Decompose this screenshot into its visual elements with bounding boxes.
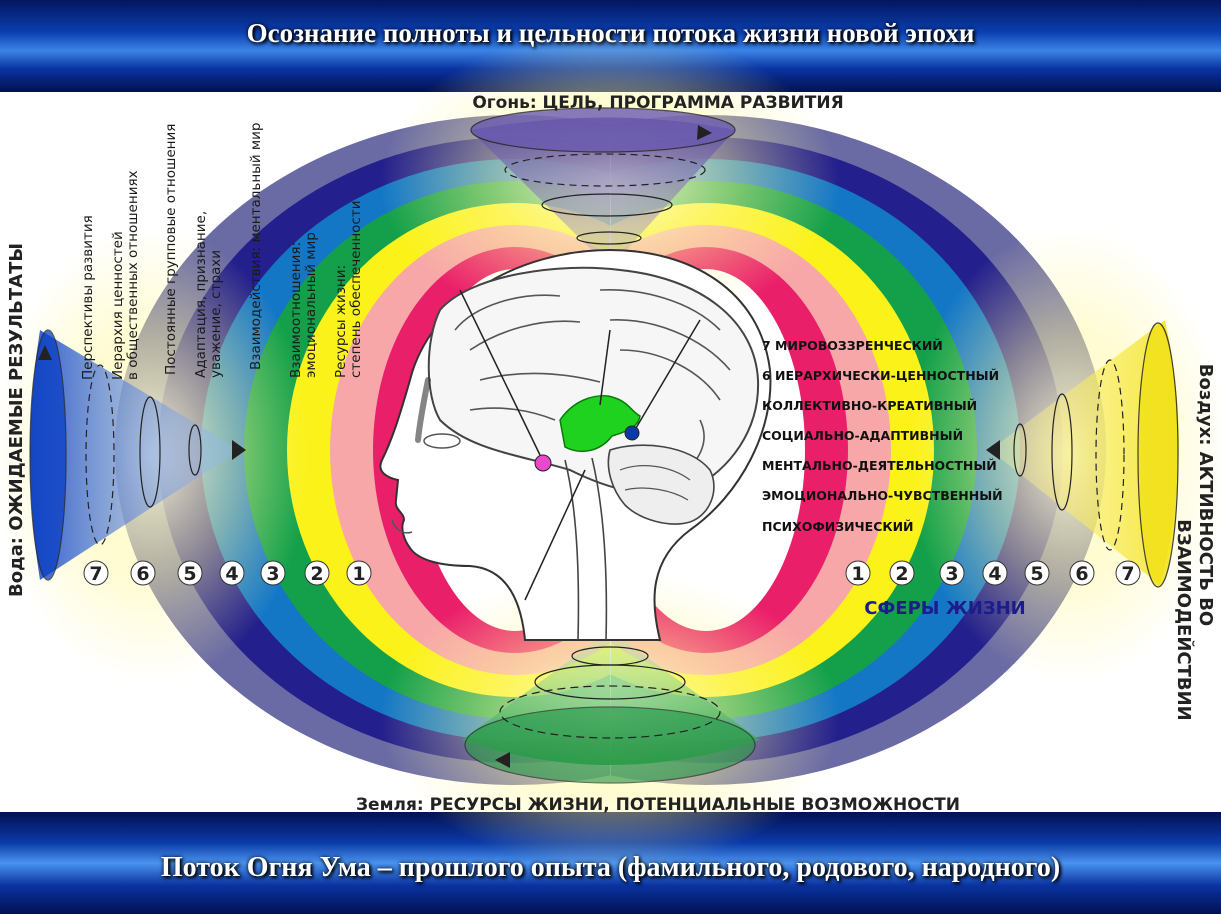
earth-label: Земля: РЕСУРСЫ ЖИЗНИ, ПОТЕНЦИАЛЬНЫЕ ВОЗМ…	[356, 795, 960, 815]
left-sphere-number-7: 7	[83, 560, 109, 586]
svg-text:уважение, страхи: уважение, страхи	[208, 250, 224, 378]
svg-text:в общественных отношениях: в общественных отношениях	[125, 170, 141, 380]
right-sphere-number-3: 3	[939, 560, 965, 586]
svg-text:Перспективы развития: Перспективы развития	[80, 215, 96, 380]
left-sphere-label-4: Адаптация, признание,уважение, страхи	[193, 211, 224, 378]
left-sphere-label-1: Ресурсы жизни:степень обеспеченности	[333, 201, 364, 379]
right-sphere-number-6: 6	[1069, 560, 1095, 586]
left-sphere-label-7: Перспективы развития	[80, 215, 96, 380]
water-label: Вода: ОЖИДАЕМЫЕ РЕЗУЛЬТАТЫ	[6, 243, 27, 597]
right-sphere-number-7: 7	[1115, 560, 1141, 586]
svg-text:Адаптация, признание,: Адаптация, признание,	[193, 211, 209, 378]
svg-text:1: 1	[851, 563, 864, 585]
svg-text:эмоциональный мир: эмоциональный мир	[303, 232, 319, 378]
left-sphere-number-6: 6	[130, 560, 156, 586]
left-sphere-number-5: 5	[177, 560, 203, 586]
left-sphere-number-1: 1	[346, 560, 372, 586]
svg-text:2: 2	[895, 563, 908, 585]
air-label-line1: Воздух: АКТИВНОСТЬ ВО	[1195, 364, 1216, 626]
spheres-title: СФЕРЫ ЖИЗНИ	[864, 598, 1025, 619]
left-sphere-label-3: Взаимодействия: ментальный мир	[248, 123, 264, 370]
left-sphere-label-2: Взаимоотношения:эмоциональный мир	[288, 232, 319, 378]
air-label-line2: ВЗАИМОДЕЙСТВИИ	[1173, 519, 1195, 720]
earth-cone-icon	[462, 630, 760, 784]
svg-text:5: 5	[1030, 563, 1043, 585]
fire-label: Огонь: ЦЕЛЬ, ПРОГРАММА РАЗВИТИЯ	[472, 93, 843, 113]
right-sphere-number-2: 2	[889, 560, 915, 586]
sphere-label-3: МЕНТАЛЬНО-ДЕЯТЕЛЬНОСТНЫЙ	[762, 458, 997, 473]
sphere-label-5: КОЛЛЕКТИВНО-КРЕАТИВНЫЙ	[762, 398, 977, 413]
svg-text:3: 3	[945, 563, 958, 585]
diagram-text-layer: Огонь: ЦЕЛЬ, ПРОГРАММА РАЗВИТИЯ Земля: Р…	[6, 93, 1216, 815]
svg-text:2: 2	[310, 563, 323, 585]
svg-text:6: 6	[1075, 563, 1088, 585]
air-cone-icon	[986, 320, 1179, 588]
svg-text:6: 6	[136, 563, 149, 585]
sphere-label-6: 6 ИЕРАРХИЧЕСКИ-ЦЕННОСТНЫЙ	[762, 368, 999, 383]
left-sphere-label-5: Постоянные групповые отношения	[163, 124, 179, 375]
svg-text:7: 7	[1121, 563, 1134, 585]
right-sphere-number-4: 4	[982, 560, 1008, 586]
right-sphere-number-1: 1	[845, 560, 871, 586]
left-sphere-number-3: 3	[260, 560, 286, 586]
svg-text:7: 7	[89, 563, 102, 585]
right-sphere-number-5: 5	[1024, 560, 1050, 586]
sphere-label-1: ПСИХОФИЗИЧЕСКИЙ	[762, 519, 914, 534]
sphere-label-2: ЭМОЦИОНАЛЬНО-ЧУВСТВЕННЫЙ	[762, 488, 1003, 503]
svg-text:Постоянные групповые отношения: Постоянные групповые отношения	[163, 124, 179, 375]
svg-text:3: 3	[266, 563, 279, 585]
svg-text:4: 4	[225, 563, 238, 585]
left-sphere-number-4: 4	[219, 560, 245, 586]
svg-text:4: 4	[988, 563, 1001, 585]
svg-text:5: 5	[183, 563, 196, 585]
svg-text:Взаимоотношения:: Взаимоотношения:	[288, 242, 304, 378]
water-cone-icon	[29, 329, 246, 581]
svg-text:Взаимодействия: ментальный мир: Взаимодействия: ментальный мир	[248, 123, 264, 370]
head-profile-icon	[379, 248, 772, 641]
left-sphere-number-2: 2	[304, 560, 330, 586]
svg-text:Ресурсы жизни:: Ресурсы жизни:	[333, 265, 349, 378]
svg-text:степень обеспеченности: степень обеспеченности	[348, 201, 364, 379]
sphere-label-4: СОЦИАЛЬНО-АДАПТИВНЫЙ	[762, 428, 963, 443]
sphere-label-7: 7 МИРОВОЗЗРЕНЧЕСКИЙ	[762, 338, 943, 353]
svg-text:Иерархия ценностей: Иерархия ценностей	[110, 231, 126, 380]
svg-text:1: 1	[352, 563, 365, 585]
fire-cone-icon	[470, 107, 736, 268]
